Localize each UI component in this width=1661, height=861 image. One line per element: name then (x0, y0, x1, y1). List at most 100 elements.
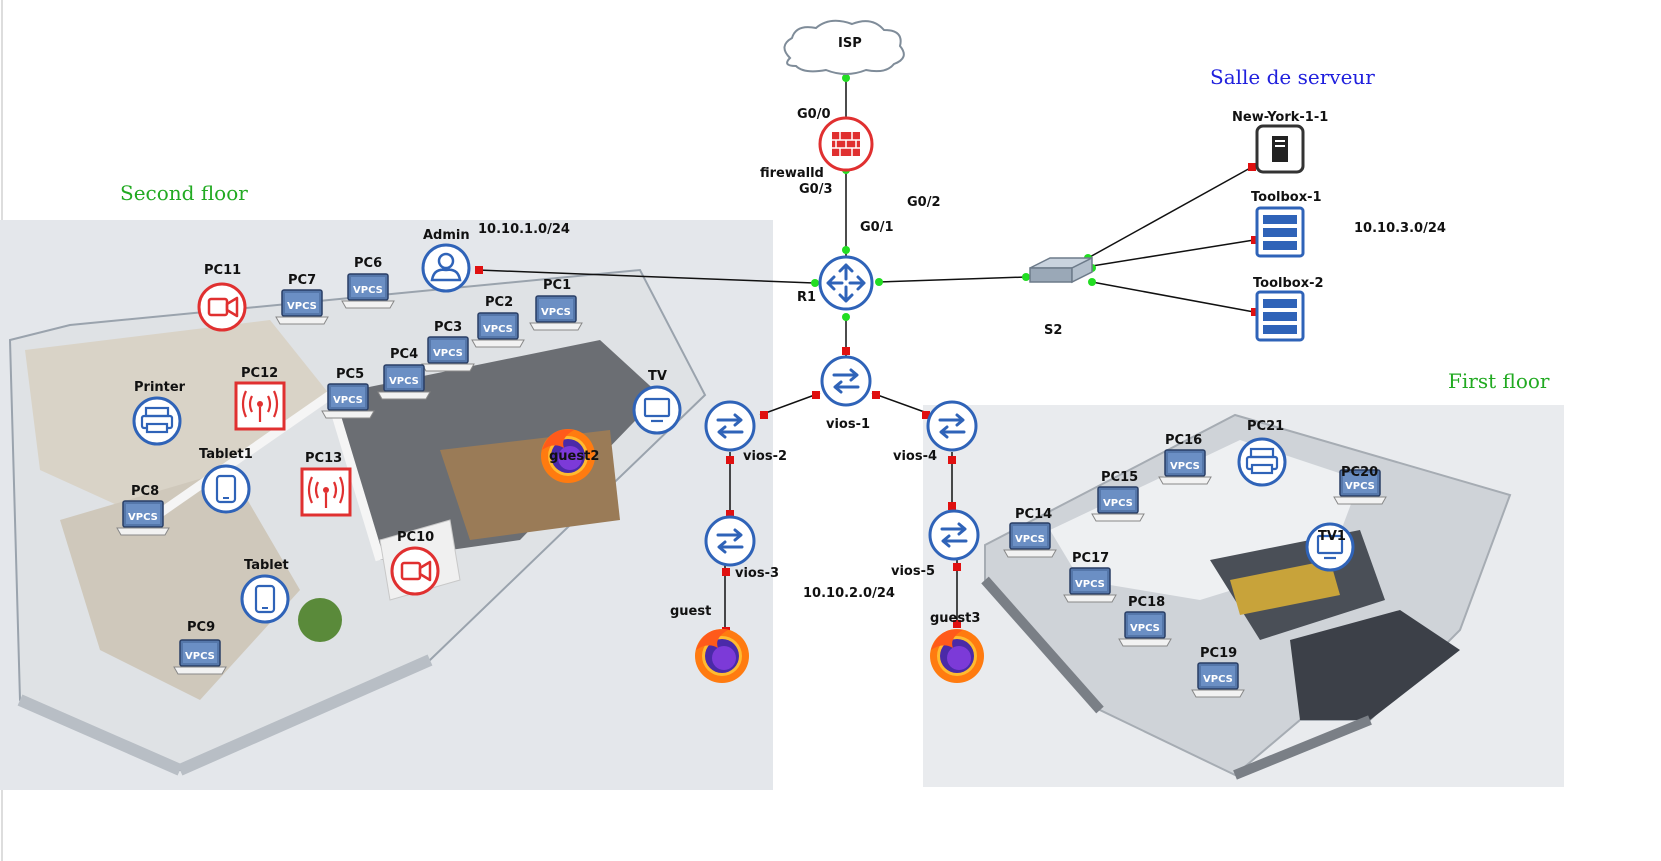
router-r1[interactable]: R1 (797, 255, 874, 311)
pc8-node[interactable]: VPCS PC8 (116, 484, 170, 536)
vpcs-badge: VPCS (483, 324, 513, 335)
cloud-icon (783, 19, 905, 75)
monitor-icon (632, 385, 682, 435)
guest2-node[interactable]: guest2 (541, 429, 599, 483)
second-floor-label: Second floor (120, 181, 248, 205)
printer-node[interactable]: Printer (132, 380, 186, 446)
switch-vios-2[interactable]: vios-2 (704, 400, 787, 464)
firewall-node[interactable]: firewalld (760, 116, 874, 181)
guest3-node[interactable]: guest3 (930, 611, 984, 683)
guest-label: guest (670, 604, 711, 619)
monitor-icon (1305, 522, 1355, 572)
pc19-label: PC19 (1200, 646, 1237, 661)
pc5-label: PC5 (336, 367, 364, 382)
pc12-label: PC12 (241, 366, 278, 381)
pc15-node[interactable]: VPCS PC15 (1091, 470, 1145, 522)
pc5-node[interactable]: VPCS PC5 (321, 367, 375, 419)
camera-icon (390, 546, 440, 596)
server-new-york-label: New-York-1-1 (1232, 110, 1328, 125)
subnet-server-label: 10.10.3.0/24 (1354, 221, 1446, 236)
admin-node[interactable]: Admin (421, 228, 471, 293)
subnet-admin-label: 10.10.1.0/24 (478, 222, 570, 237)
pc10-node[interactable]: PC10 (390, 530, 440, 596)
pc9-node[interactable]: VPCS PC9 (173, 620, 227, 675)
switch-icon (704, 515, 756, 567)
pc18-label: PC18 (1128, 595, 1165, 610)
port-markers (475, 74, 1259, 635)
switch-s2[interactable]: S2 (1029, 256, 1093, 338)
pc7-label: PC7 (288, 273, 316, 288)
guest2-label: guest2 (549, 449, 599, 464)
switch-icon (926, 400, 978, 452)
printer-icon (1237, 437, 1287, 487)
vios-5-label: vios-5 (891, 564, 935, 579)
server-toolbox-1-label: Toolbox-1 (1251, 190, 1322, 205)
pc1-node[interactable]: VPCS PC1 (529, 278, 583, 331)
pc3-node[interactable]: VPCS PC3 (421, 320, 475, 372)
switch-vios-4[interactable]: vios-4 (893, 400, 978, 464)
pc17-node[interactable]: VPCS PC17 (1063, 551, 1117, 603)
tablet-node[interactable]: Tablet (240, 558, 290, 624)
pc19-node[interactable]: VPCS PC19 (1191, 646, 1245, 698)
tablet-label: Tablet (244, 558, 289, 573)
pc13-label: PC13 (305, 451, 342, 466)
vpcs-badge: VPCS (1103, 498, 1133, 509)
interface-g00-label: G0/0 (797, 107, 831, 122)
switch-icon (704, 400, 756, 452)
pc18-node[interactable]: VPCS PC18 (1118, 595, 1172, 647)
vios-3-label: vios-3 (735, 566, 779, 581)
pc6-node[interactable]: VPCS PC6 (341, 256, 395, 309)
switch-vios-3[interactable]: vios-3 (704, 515, 779, 581)
wireless-ap-icon (234, 381, 286, 431)
router-icon (818, 255, 874, 311)
tablet1-label: Tablet1 (199, 447, 253, 462)
pc13-node[interactable]: PC13 (300, 451, 352, 517)
pc11-label: PC11 (204, 263, 241, 278)
pc14-label: PC14 (1015, 507, 1052, 522)
guest-node[interactable]: guest (670, 604, 749, 683)
vios-4-label: vios-4 (893, 449, 937, 464)
pc21-node[interactable]: PC21 (1237, 419, 1287, 487)
first-floor-label: First floor (1448, 369, 1550, 393)
firefox-icon (695, 629, 749, 683)
tablet1-node[interactable]: Tablet1 (199, 447, 253, 514)
vpcs-badge: VPCS (1345, 481, 1375, 492)
firewall-label: firewalld (760, 166, 824, 181)
pc10-label: PC10 (397, 530, 434, 545)
tablet-icon (240, 574, 290, 624)
server-toolbox-2[interactable]: Toolbox-2 (1253, 276, 1324, 342)
firefox-icon (930, 629, 984, 683)
isp-label: ISP (838, 36, 862, 51)
pc11-node[interactable]: PC11 (197, 263, 247, 332)
pc2-node[interactable]: VPCS PC2 (471, 295, 525, 348)
pc12-node[interactable]: PC12 (234, 366, 286, 431)
pc15-label: PC15 (1101, 470, 1138, 485)
vpcs-badge: VPCS (128, 512, 158, 523)
server-rack-icon (1255, 206, 1305, 258)
vpcs-badge: VPCS (1015, 534, 1045, 545)
pc21-label: PC21 (1247, 419, 1284, 434)
tv1-label: TV1 (1318, 529, 1346, 544)
interface-g01-label: G0/1 (860, 220, 894, 235)
pc16-node[interactable]: VPCS PC16 (1158, 433, 1212, 485)
interface-g02-label: G0/2 (907, 195, 941, 210)
server-new-york[interactable]: New-York-1-1 (1232, 110, 1328, 174)
switch-vios-5[interactable]: vios-5 (891, 509, 980, 579)
pc7-node[interactable]: VPCS PC7 (275, 273, 329, 325)
pc14-node[interactable]: VPCS PC14 (1003, 507, 1057, 558)
pc20-node[interactable]: VPCS PC20 (1333, 465, 1387, 505)
server-toolbox-2-label: Toolbox-2 (1253, 276, 1324, 291)
tv1-node[interactable]: TV1 (1305, 522, 1355, 572)
pc4-node[interactable]: VPCS PC4 (377, 347, 431, 400)
vpcs-badge: VPCS (541, 307, 571, 318)
tablet-icon (201, 464, 251, 514)
vpcs-badge: VPCS (1075, 579, 1105, 590)
pc6-label: PC6 (354, 256, 382, 271)
switch-vios-1[interactable]: vios-1 (820, 355, 872, 432)
isp-node[interactable]: ISP (783, 19, 905, 75)
server-toolbox-1[interactable]: Toolbox-1 (1251, 190, 1322, 258)
vpcs-badge: VPCS (1130, 623, 1160, 634)
switch-icon (1029, 256, 1093, 284)
tv-node[interactable]: TV (632, 369, 682, 435)
